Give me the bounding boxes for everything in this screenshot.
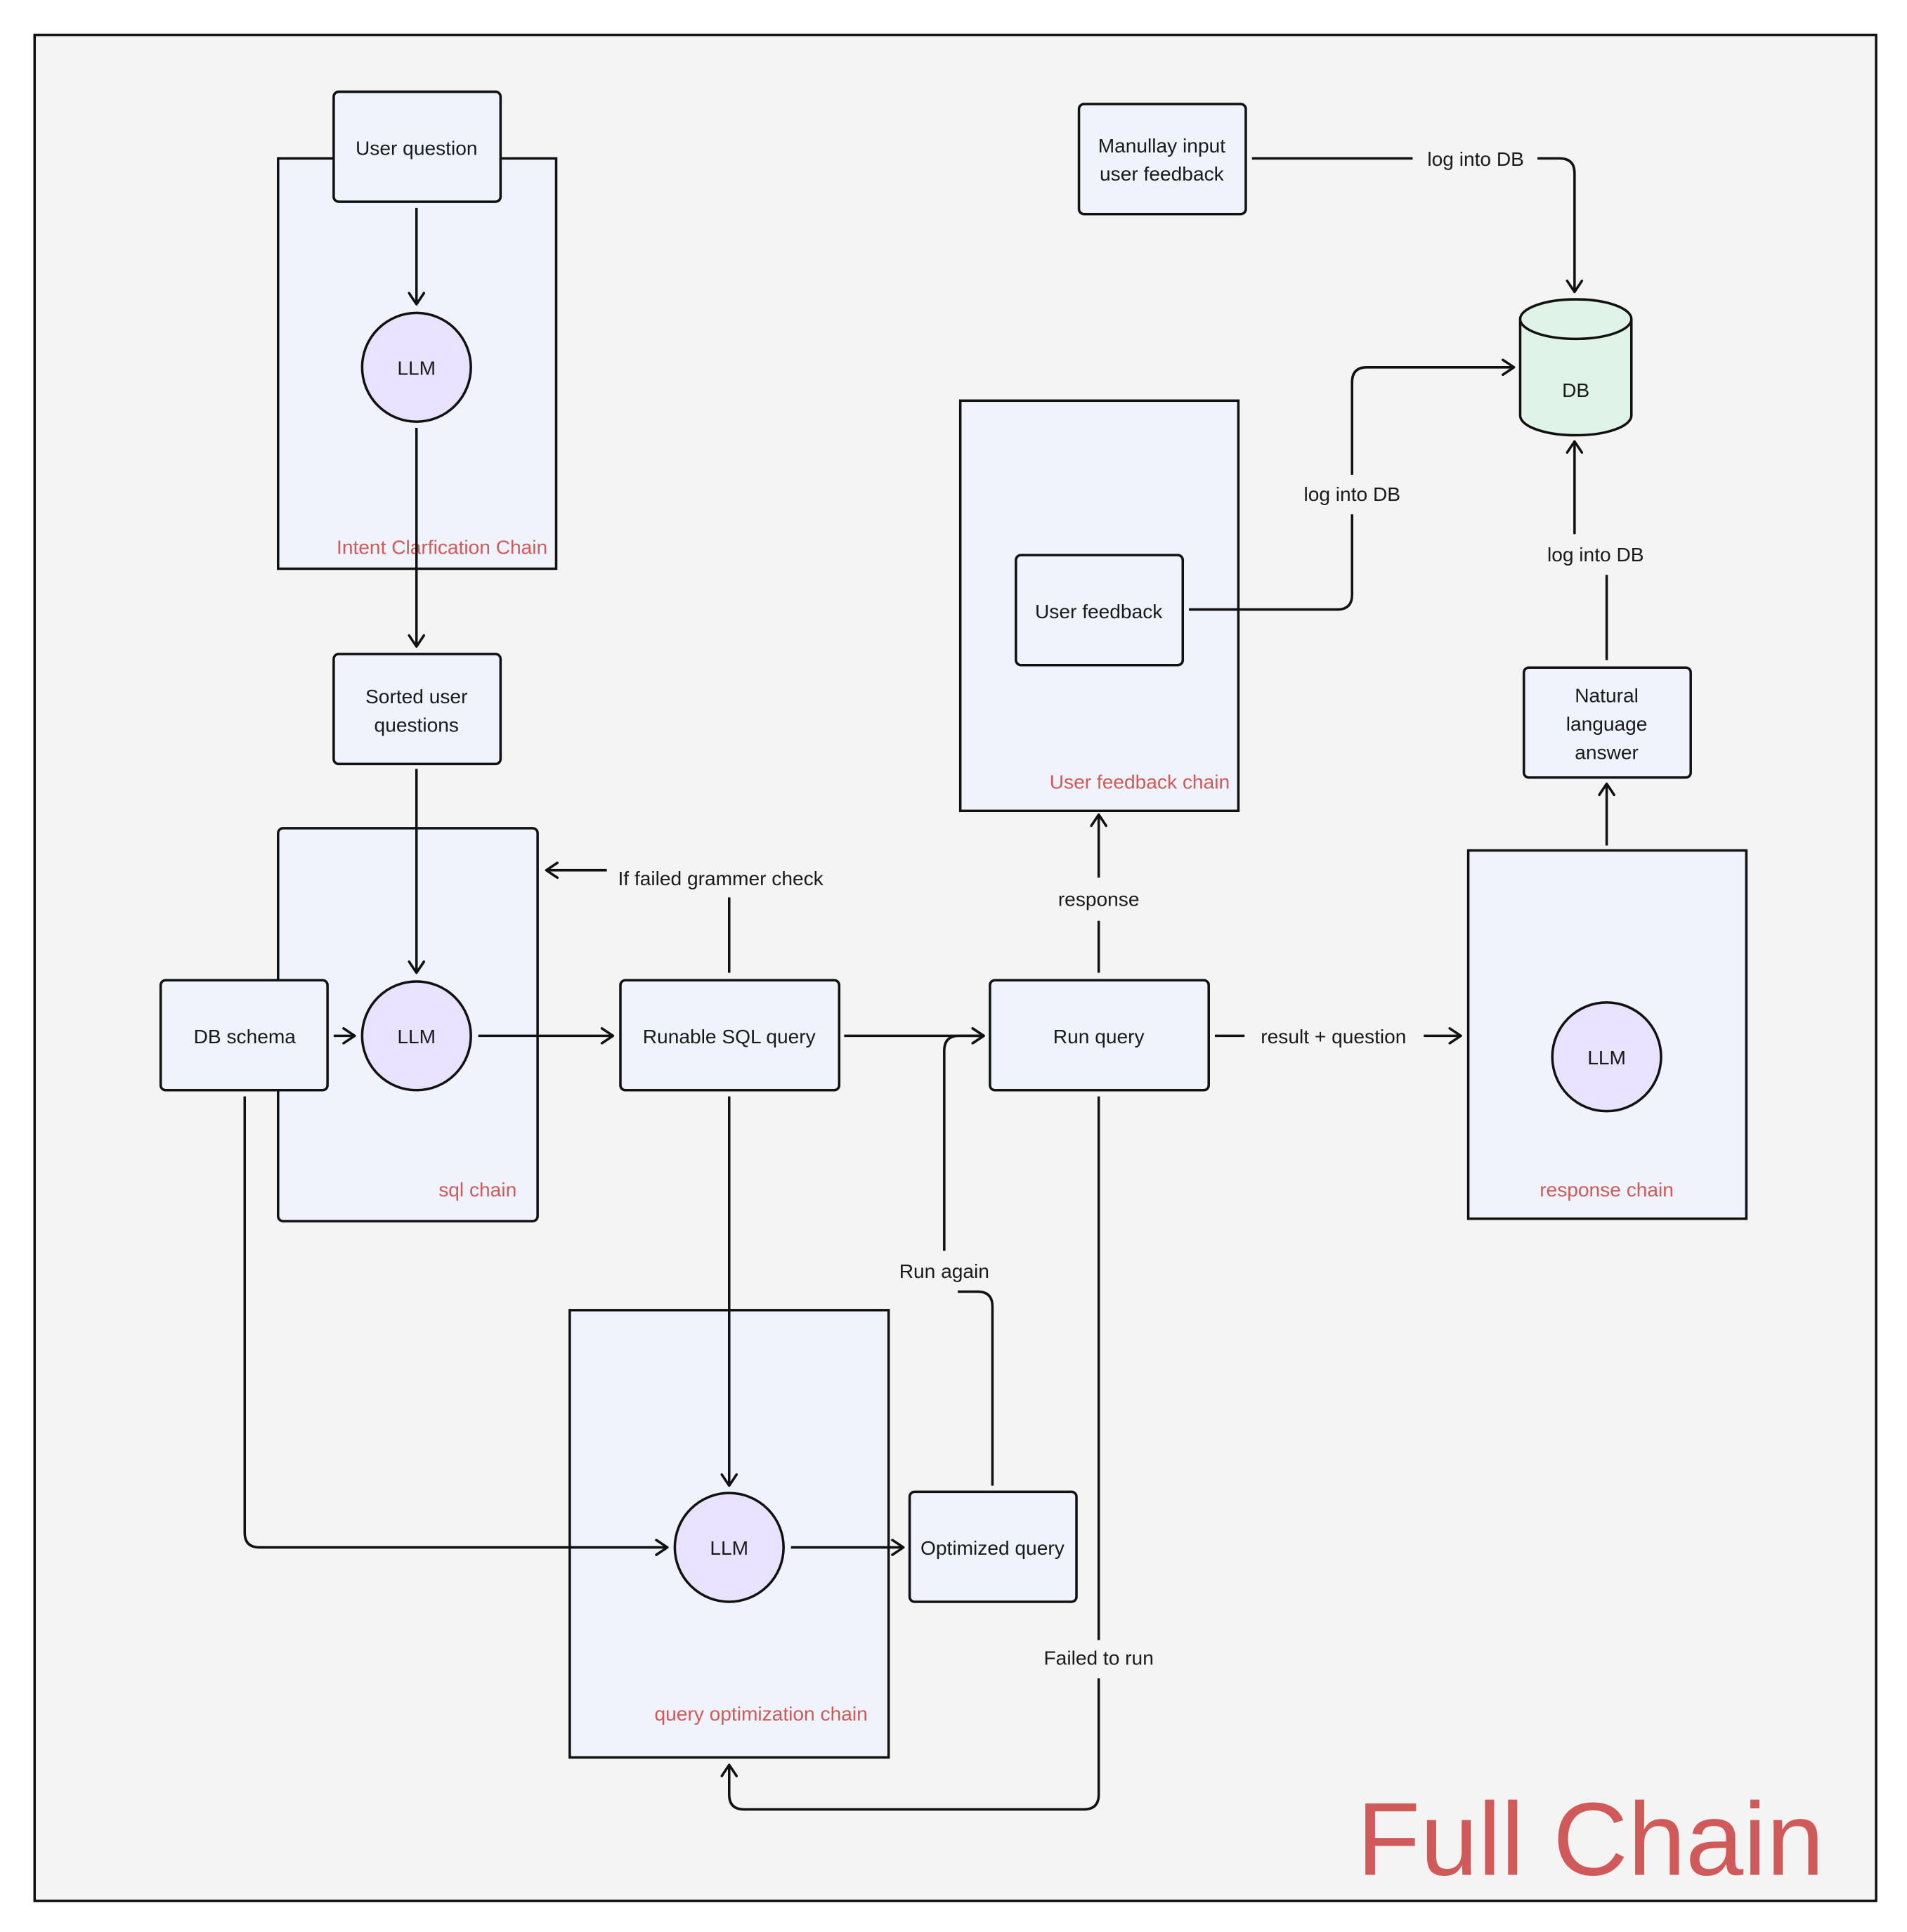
- sql-llm-node: [360, 980, 472, 1092]
- response-chain-label: response chain: [1540, 1179, 1674, 1201]
- query-optimization-chain-label: query optimization chain: [654, 1703, 867, 1725]
- natural-answer-line-2: language: [1566, 713, 1648, 735]
- intent-llm-node: [360, 311, 472, 423]
- optimized-query-node: [908, 1490, 1078, 1603]
- edge-schema-to-opt-llm: [243, 1096, 669, 1556]
- manual-feedback-line-1: Manullay input: [1098, 135, 1226, 157]
- optimized-query-label: Optimized query: [920, 1537, 1065, 1559]
- run-query-node: [989, 979, 1210, 1092]
- log-manual-edge-label: log into DB: [1427, 148, 1524, 170]
- result-question-edge-label: result + question: [1261, 1026, 1406, 1047]
- db-label: DB: [1562, 379, 1589, 401]
- intent-chain-label: Intent Clarfication Chain: [337, 536, 547, 558]
- optimization-llm-label: LLM: [710, 1537, 748, 1559]
- natural-answer-line-1: Natural: [1575, 684, 1639, 706]
- natural-language-answer-node: [1522, 666, 1692, 779]
- sql-chain-label: sql chain: [438, 1179, 516, 1201]
- edge-run-again-upper: [943, 1027, 985, 1251]
- manual-feedback-node: [1077, 103, 1247, 216]
- response-llm-label: LLM: [1587, 1047, 1626, 1069]
- db-schema-node: [159, 979, 329, 1092]
- sorted-questions-line-2: questions: [375, 714, 459, 736]
- run-query-label: Run query: [1053, 1026, 1145, 1047]
- manual-feedback-line-2: user feedback: [1100, 163, 1225, 185]
- natural-answer-line-3: answer: [1575, 741, 1639, 763]
- edge-log-to-db-feedback: [1350, 358, 1516, 475]
- db-node: [1518, 298, 1633, 437]
- edge-run-again-lower: [958, 1290, 994, 1486]
- failed-to-run-edge-label: Failed to run: [1044, 1647, 1154, 1669]
- response-llm-node: [1551, 1001, 1662, 1113]
- user-feedback-label: User feedback: [1035, 601, 1163, 622]
- optimization-llm-node: [673, 1492, 785, 1603]
- log-feedback-edge-label: log into DB: [1303, 483, 1400, 505]
- log-answer-edge-label: log into DB: [1547, 544, 1644, 566]
- runnable-sql-query-node: [619, 979, 841, 1092]
- db-schema-label: DB schema: [194, 1026, 297, 1047]
- user-feedback-chain-label: User feedback chain: [1050, 771, 1230, 793]
- intent-llm-label: LLM: [397, 357, 436, 379]
- run-again-edge-label: Run again: [899, 1260, 989, 1282]
- diagram-title: Full Chain: [1357, 1782, 1824, 1898]
- grammar-check-edge-label: If failed grammer check: [618, 868, 824, 889]
- user-question-node: [332, 90, 502, 203]
- runnable-sql-label: Runable SQL query: [643, 1026, 816, 1047]
- user-feedback-node: [1015, 554, 1185, 667]
- response-edge-label: response: [1058, 889, 1140, 910]
- edge-failed-to-run-lower: [720, 1678, 1100, 1811]
- edge-log-to-db-manual: [1537, 157, 1584, 294]
- sorted-questions-line-1: Sorted user: [365, 686, 467, 707]
- sql-llm-label: LLM: [397, 1026, 436, 1047]
- user-question-label: User question: [356, 137, 478, 159]
- sorted-user-questions-node: [332, 653, 502, 766]
- edge-feedback-to-log: [1189, 514, 1354, 611]
